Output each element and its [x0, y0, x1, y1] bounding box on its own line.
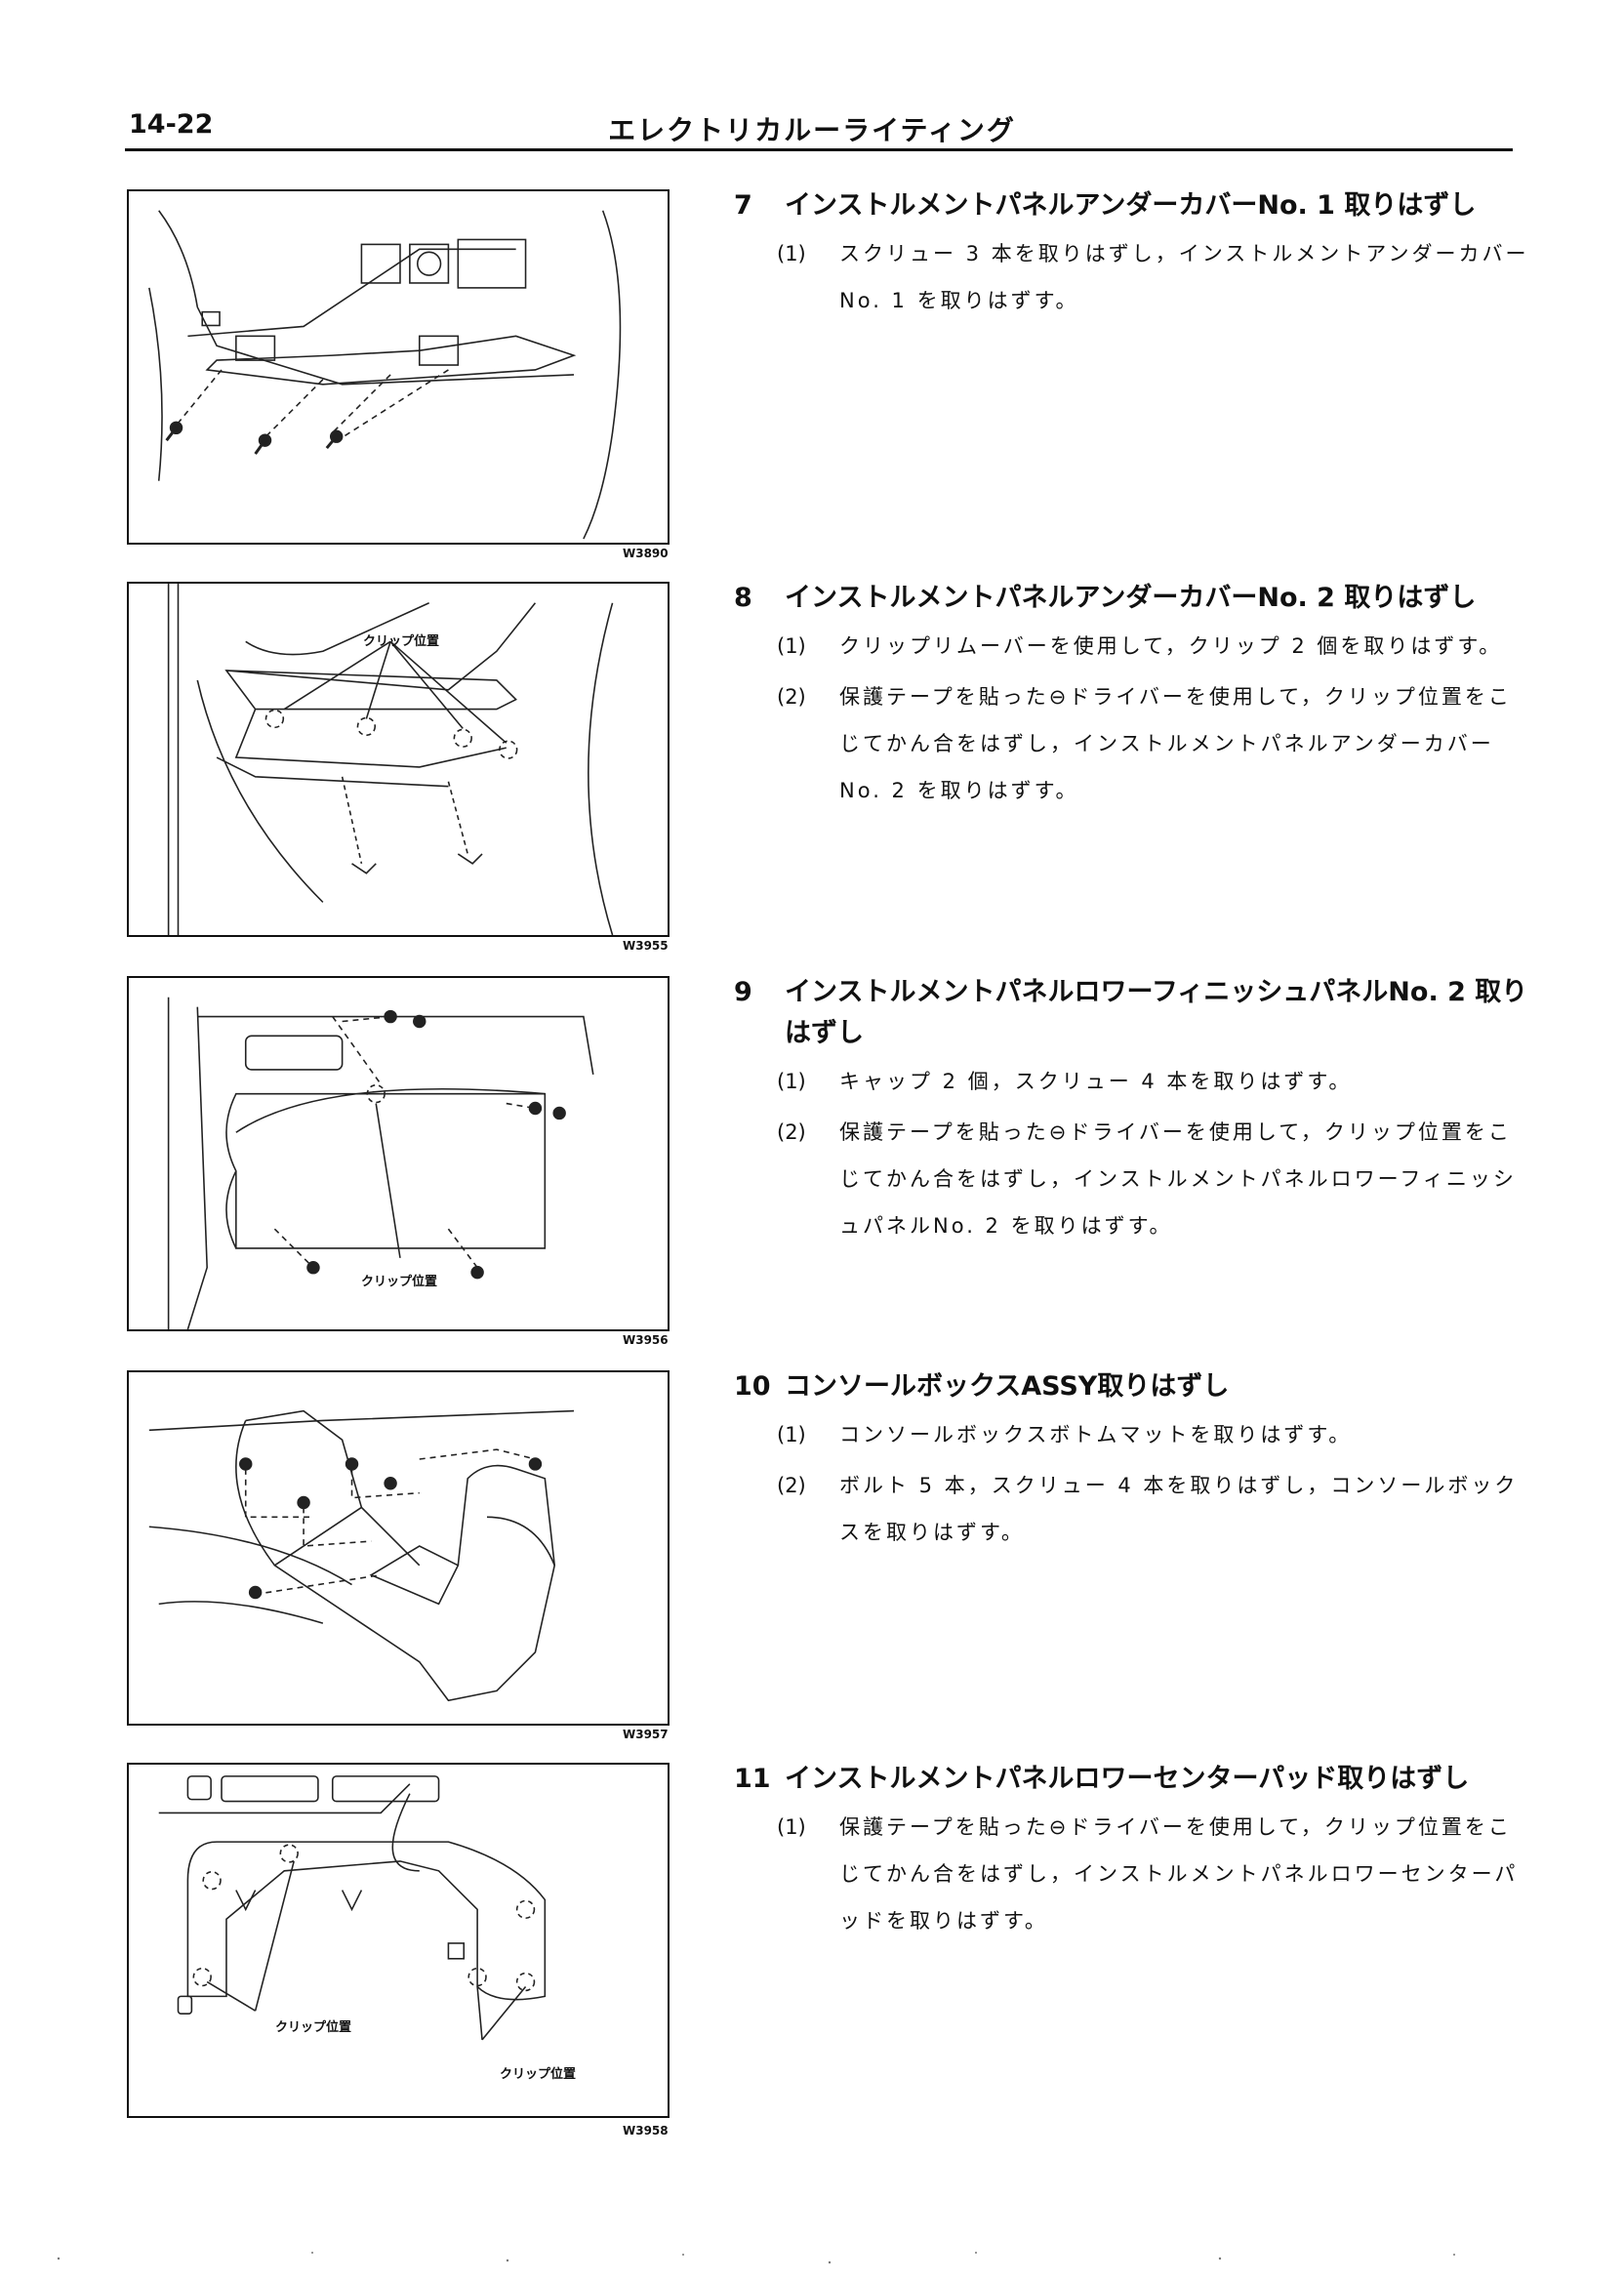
section-10: 10 コンソールボックスASSY取りはずし (1) コンソールボックスボトムマットを… — [734, 1366, 1534, 1556]
figure-under-cover-2: クリップ位置 — [127, 582, 670, 937]
step-number: (1) — [777, 1423, 806, 1446]
section-number: 10 — [734, 1371, 771, 1402]
section-11: 11 インストルメントパネルロワーセンターパッド取りはずし (1) 保護テープを貼っ… — [734, 1759, 1534, 1944]
clip-position-label: クリップ位置 — [363, 634, 440, 649]
step: (1) クリップリムーバーを使用して，クリップ 2 個を取りはずす。 — [734, 623, 1534, 670]
figure-id: W3956 — [623, 1333, 669, 1347]
section-title: インストルメントパネルアンダーカバーNo. 1 取りはずし — [785, 190, 1477, 221]
section-8: 8 インストルメントパネルアンダーカバーNo. 2 取りはずし (1) クリップリム… — [734, 578, 1534, 814]
step-text: 保護テープを貼った⊖ドライバーを使用して，クリップ位置をこじてかん合をはずし，イ… — [839, 685, 1512, 802]
section-number: 9 — [734, 977, 752, 1007]
step-number: (1) — [777, 242, 806, 265]
clip-position-label: クリップ位置 — [361, 1275, 438, 1289]
figure-console-box — [127, 1370, 670, 1726]
figure-lower-center-pad: クリップ位置 クリップ位置 — [127, 1763, 670, 2118]
section-title: インストルメントパネルアンダーカバーNo. 2 取りはずし — [785, 583, 1477, 613]
section-title: インストルメントパネルロワーフィニッシュパネルNo. 2 取りはずし — [785, 977, 1528, 1048]
step-text: ボルト 5 本，スクリュー 4 本を取りはずし，コンソールボックスを取りはずす。 — [839, 1474, 1519, 1544]
figure-id: W3955 — [623, 939, 669, 953]
figure-id: W3958 — [623, 2124, 669, 2138]
figure-lower-finish-panel-2: クリップ位置 — [127, 976, 670, 1331]
step-number: (2) — [777, 1474, 806, 1497]
figure-id: W3957 — [623, 1728, 669, 1741]
console-box-illustration — [148, 1409, 575, 1702]
step: (1) キャップ 2 個，スクリュー 4 本を取りはずす。 — [734, 1058, 1534, 1105]
clip-position-label: クリップ位置 — [500, 2067, 577, 2082]
step-text: 保護テープを貼った⊖ドライバーを使用して，クリップ位置をこじてかん合をはずし，イ… — [839, 1815, 1519, 1933]
under-cover-1-illustration — [148, 210, 622, 540]
clip-position-label: クリップ位置 — [275, 2020, 352, 2035]
section-7: 7 インストルメントパネルアンダーカバーNo. 1 取りはずし (1) スクリュー … — [734, 185, 1534, 324]
step-number: (2) — [777, 685, 806, 709]
figure-id: W3890 — [623, 547, 669, 560]
section-9: 9 インストルメントパネルロワーフィニッシュパネルNo. 2 取りはずし (1) キ… — [734, 972, 1534, 1249]
page-number: 14-22 — [129, 109, 214, 140]
section-number: 7 — [734, 190, 752, 221]
step-text: キャップ 2 個，スクリュー 4 本を取りはずす。 — [839, 1070, 1353, 1093]
section-number: 8 — [734, 583, 752, 613]
step: (1) スクリュー 3 本を取りはずし，インストルメントアンダーカバーNo. 1 … — [734, 230, 1534, 324]
step: (2) 保護テープを貼った⊖ドライバーを使用して，クリップ位置をこじてかん合をはず… — [734, 673, 1534, 814]
step-number: (1) — [777, 1070, 806, 1093]
section-number: 11 — [734, 1764, 771, 1794]
step-text: 保護テープを貼った⊖ドライバーを使用して，クリップ位置をこじてかん合をはずし，イ… — [839, 1120, 1517, 1238]
lower-finish-panel-illustration — [167, 997, 594, 1329]
step-text: コンソールボックスボトムマットを取りはずす。 — [839, 1423, 1353, 1446]
section-title: コンソールボックスASSY取りはずし — [785, 1371, 1230, 1402]
step-text: クリップリムーバーを使用して，クリップ 2 個を取りはずす。 — [839, 634, 1503, 658]
step: (2) ボルト 5 本，スクリュー 4 本を取りはずし，コンソールボックスを取りは… — [734, 1462, 1534, 1556]
header-title: エレクトリカルーライティング — [608, 114, 1016, 146]
step-number: (1) — [777, 634, 806, 658]
step: (2) 保護テープを貼った⊖ドライバーを使用して，クリップ位置をこじてかん合をはず… — [734, 1109, 1534, 1249]
step: (1) コンソールボックスボトムマットを取りはずす。 — [734, 1411, 1534, 1458]
under-cover-2-illustration — [167, 584, 614, 935]
step-text: スクリュー 3 本を取りはずし，インストルメントアンダーカバーNo. 1 を取り… — [839, 242, 1529, 312]
header-rule — [125, 148, 1513, 151]
step: (1) 保護テープを貼った⊖ドライバーを使用して，クリップ位置をこじてかん合をはず… — [734, 1804, 1534, 1944]
step-number: (1) — [777, 1815, 806, 1839]
scan-specks — [57, 2252, 1455, 2264]
lower-center-pad-illustration — [158, 1775, 547, 2041]
section-title: インストルメントパネルロワーセンターパッド取りはずし — [785, 1764, 1470, 1794]
figure-under-cover-1 — [127, 189, 670, 545]
step-number: (2) — [777, 1120, 806, 1144]
